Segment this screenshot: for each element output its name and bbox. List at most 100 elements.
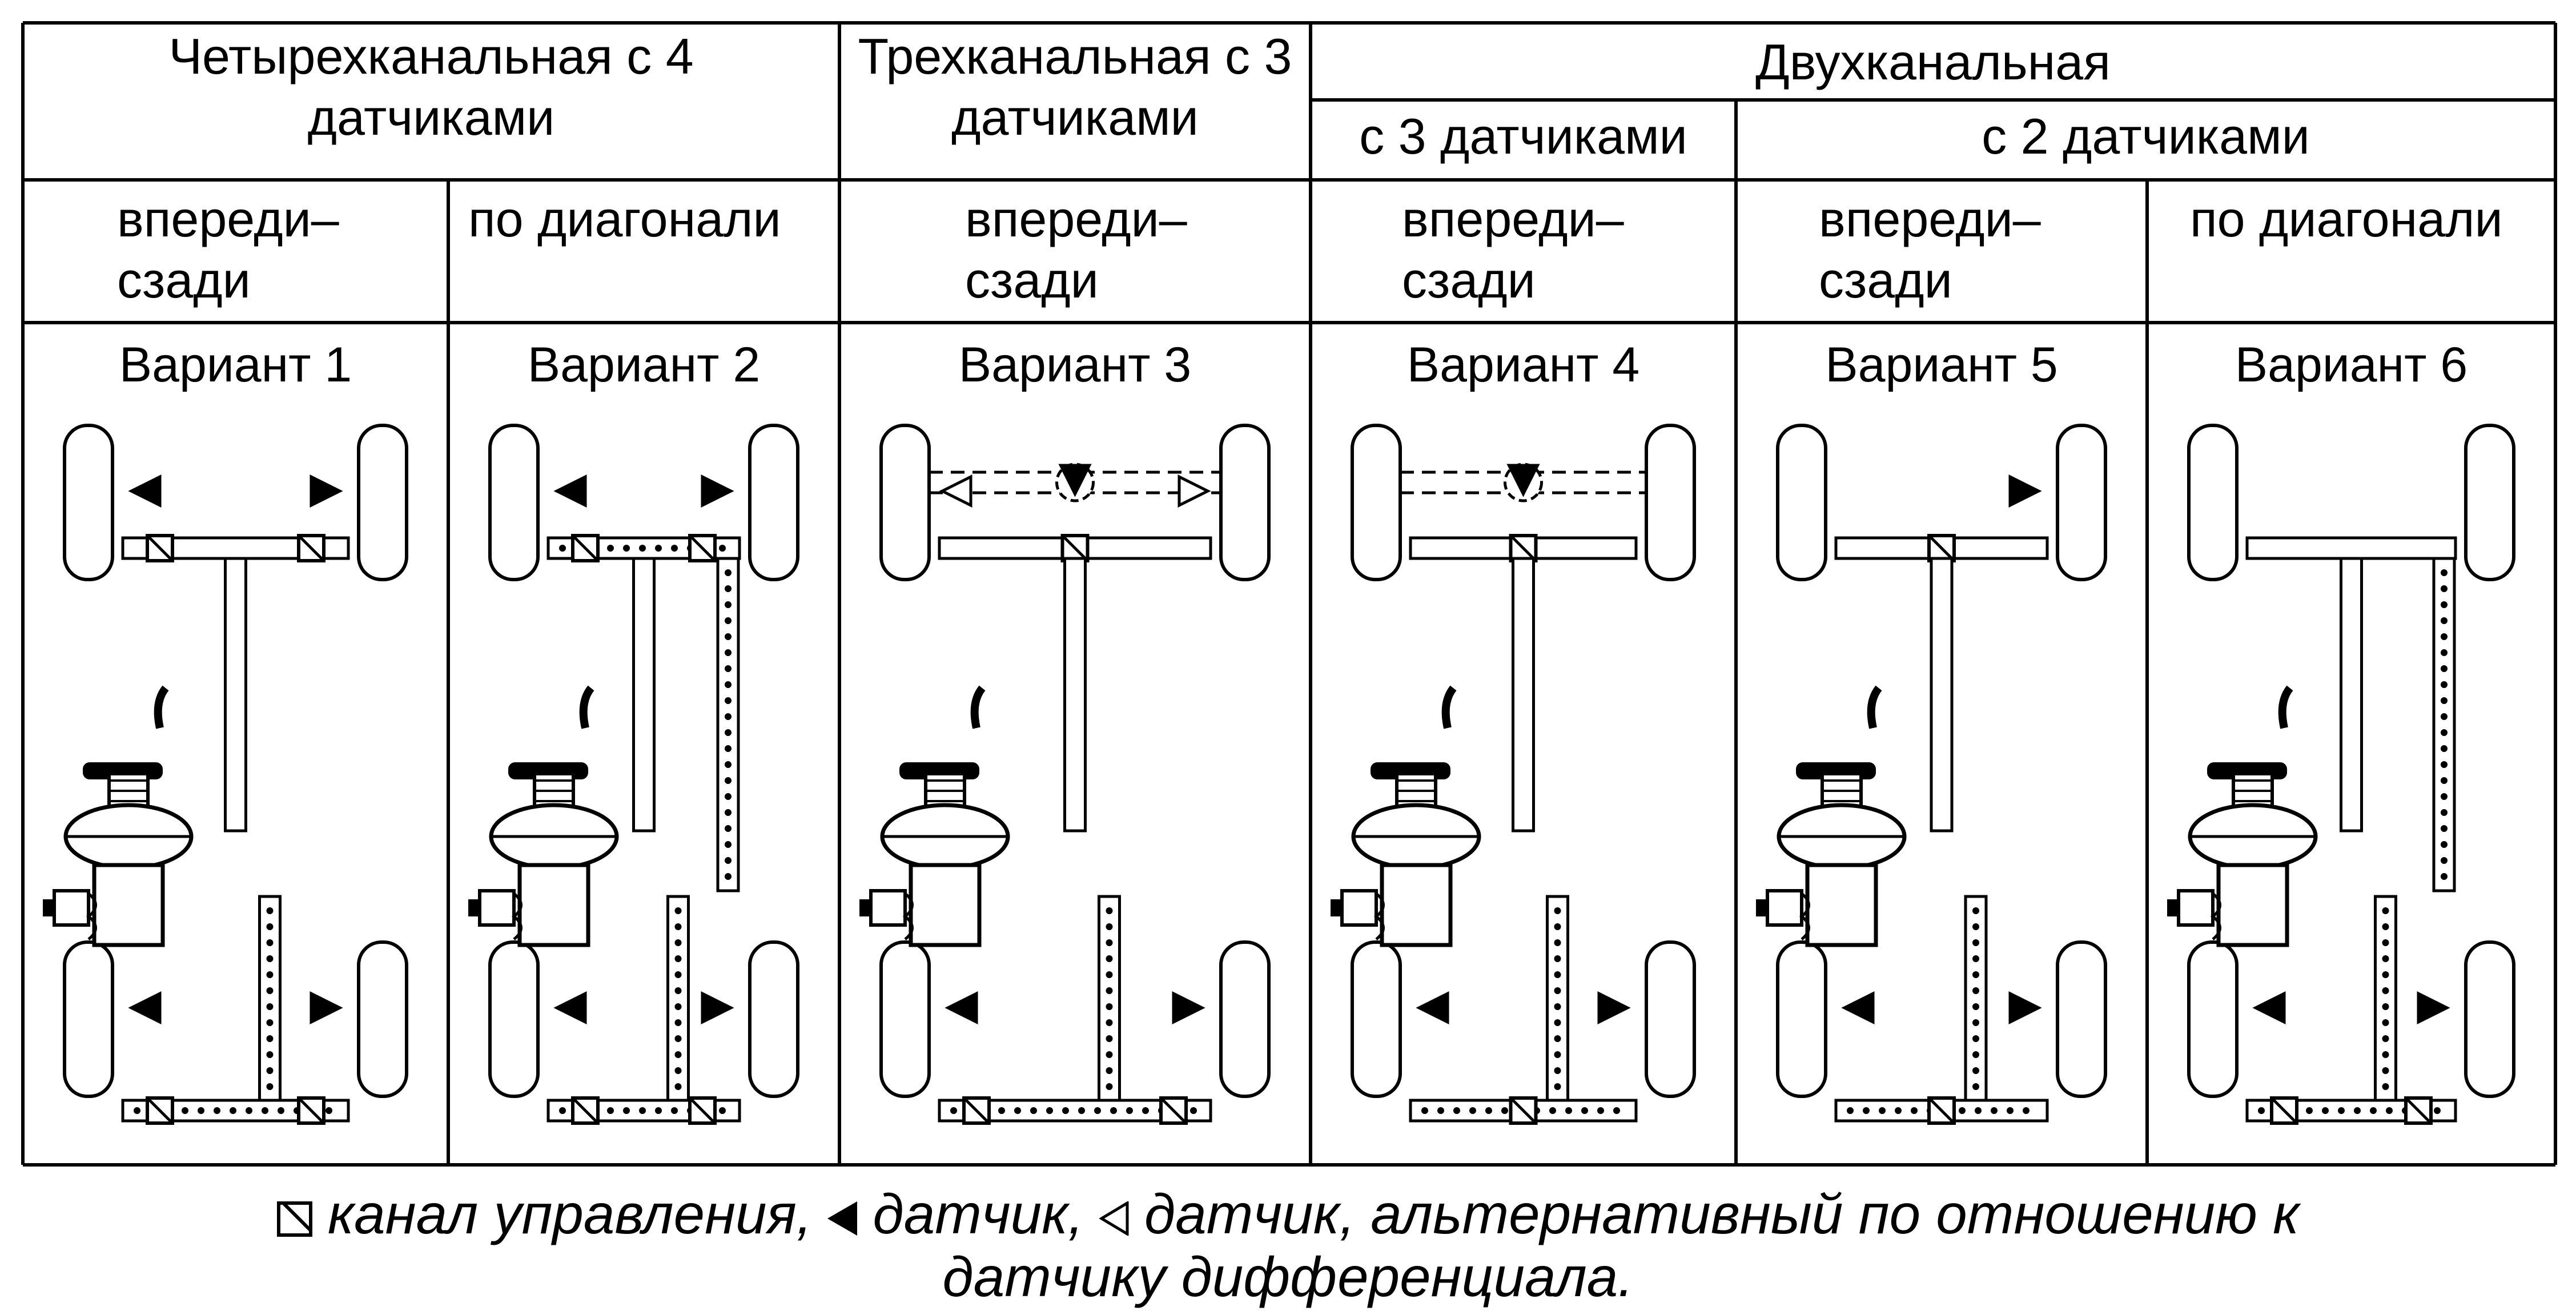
sensor-triangle-icon: [2252, 991, 2286, 1025]
modulator-connector: [468, 899, 480, 916]
control-channel-diagonal: [298, 1097, 325, 1124]
wheel: [1219, 424, 1271, 581]
dotted-line-marker: [1549, 1107, 1556, 1114]
valve-coil: [86, 892, 97, 940]
dotted-line-marker: [134, 1107, 140, 1114]
legend-line-1: канал управления, датчик, датчик, альтер…: [0, 1182, 2576, 1246]
dotted-line-marker: [1106, 971, 1113, 978]
variant-title-4: Вариант 4: [1406, 337, 1640, 392]
brake-line: [632, 557, 656, 833]
dotted-line-marker: [1911, 1107, 1918, 1114]
control-channel-diagonal: [1061, 534, 1089, 562]
valve-coil: [2211, 892, 2221, 940]
dotted-line-marker: [2441, 633, 2448, 640]
dotted-line-marker: [1014, 1107, 1021, 1114]
sensor-triangle-icon: [553, 474, 587, 508]
dotted-line-marker: [674, 1083, 682, 1090]
header-two-channel: Двухканальная: [1755, 34, 2111, 90]
col-label-2: по диагонали: [468, 191, 781, 247]
dotted-line-marker: [2023, 1107, 2030, 1114]
dotted-line-marker: [725, 841, 732, 848]
dotted-line-marker: [674, 955, 682, 962]
dotted-line-marker: [725, 617, 732, 624]
wheel: [2464, 940, 2515, 1098]
control-channel-diagonal: [1928, 1097, 1955, 1124]
wheel: [2056, 940, 2107, 1098]
dotted-line-marker: [950, 1107, 957, 1114]
control-channel-diagonal: [298, 534, 325, 562]
wheel: [1351, 940, 1402, 1098]
wheel: [1776, 424, 1827, 581]
dotted-line-marker: [262, 1107, 268, 1114]
dotted-line-marker: [725, 665, 732, 672]
dotted-line-marker: [2441, 841, 2448, 848]
sensor-triangle-icon: [1058, 464, 1092, 497]
dotted-line-marker: [2306, 1107, 2313, 1114]
wheel: [1776, 940, 1827, 1098]
pedal-arm: [1867, 685, 1882, 729]
dotted-line-marker: [2441, 729, 2448, 736]
dotted-line-marker: [674, 987, 682, 994]
sensor-triangle-icon: [1506, 464, 1540, 497]
dotted-line-marker: [2441, 665, 2448, 672]
dotted-line-marker: [1554, 1083, 1561, 1090]
brake-line: [1512, 557, 1535, 833]
control-channel-diagonal: [1928, 534, 1955, 562]
dotted-line-marker: [1597, 1107, 1604, 1114]
dotted-line-marker: [674, 1019, 682, 1026]
wheel: [2056, 424, 2107, 581]
modulator-connector: [1331, 899, 1342, 916]
control-channel-diagonal: [689, 534, 716, 562]
sensor-open-triangle-icon: [1099, 1182, 1129, 1246]
master-cylinder: [2216, 863, 2289, 947]
dotted-line-marker: [655, 545, 662, 552]
legend-line-2: датчику дифференциала.: [942, 1245, 1634, 1308]
dotted-line-marker: [1554, 987, 1561, 994]
dotted-line-marker: [671, 1107, 678, 1114]
dotted-line-marker: [1046, 1107, 1053, 1114]
dotted-line-marker: [674, 1051, 682, 1058]
dotted-line-marker: [278, 1107, 284, 1114]
sensor-filled-triangle-icon: [827, 1182, 858, 1246]
header-two-channel-3-sensors: с 3 датчиками: [1359, 108, 1687, 164]
schematic-variant-4: [1331, 424, 1696, 1125]
master-cylinder: [92, 863, 165, 947]
dotted-line-marker: [671, 545, 678, 552]
dotted-line-marker: [1437, 1107, 1444, 1114]
brake-line: [1964, 895, 1988, 1102]
sensor-triangle-icon: [310, 991, 343, 1025]
dotted-line-marker: [2382, 907, 2389, 914]
dotted-line-marker: [1613, 1107, 1620, 1114]
dotted-line-marker: [246, 1107, 252, 1114]
wheel: [488, 424, 540, 581]
wheel: [63, 424, 114, 581]
table-grid: [21, 21, 2557, 1167]
col-label-5: впереди–сзади: [1819, 191, 2041, 309]
dotted-line-marker: [1106, 907, 1113, 914]
master-cylinder: [1380, 863, 1453, 947]
dotted-line-marker: [266, 1051, 274, 1058]
dotted-line-marker: [2382, 1003, 2389, 1010]
dotted-line-marker: [1972, 1083, 1979, 1090]
brake-line: [258, 895, 282, 1102]
modulator-connector: [2167, 899, 2179, 916]
dotted-line-marker: [1106, 939, 1113, 946]
dotted-line-marker: [674, 939, 682, 946]
dotted-line-marker: [266, 1019, 274, 1026]
dotted-line-marker: [1972, 907, 1979, 914]
dotted-line-marker: [1972, 939, 1979, 946]
dotted-line-marker: [655, 1107, 662, 1114]
master-cylinder: [1805, 863, 1878, 947]
wheel: [357, 940, 408, 1098]
dotted-line-marker: [2441, 761, 2448, 768]
sensor-triangle-icon: [2008, 991, 2042, 1025]
dotted-line-marker: [1106, 1083, 1113, 1090]
brake-line: [224, 557, 247, 833]
brake-line: [1930, 557, 1954, 833]
dotted-line-marker: [1554, 1003, 1561, 1010]
sensor-triangle-icon: [128, 474, 162, 508]
brake-line: [1546, 895, 1569, 1102]
dotted-line-marker: [325, 1107, 332, 1114]
dotted-line-marker: [1501, 1107, 1508, 1114]
